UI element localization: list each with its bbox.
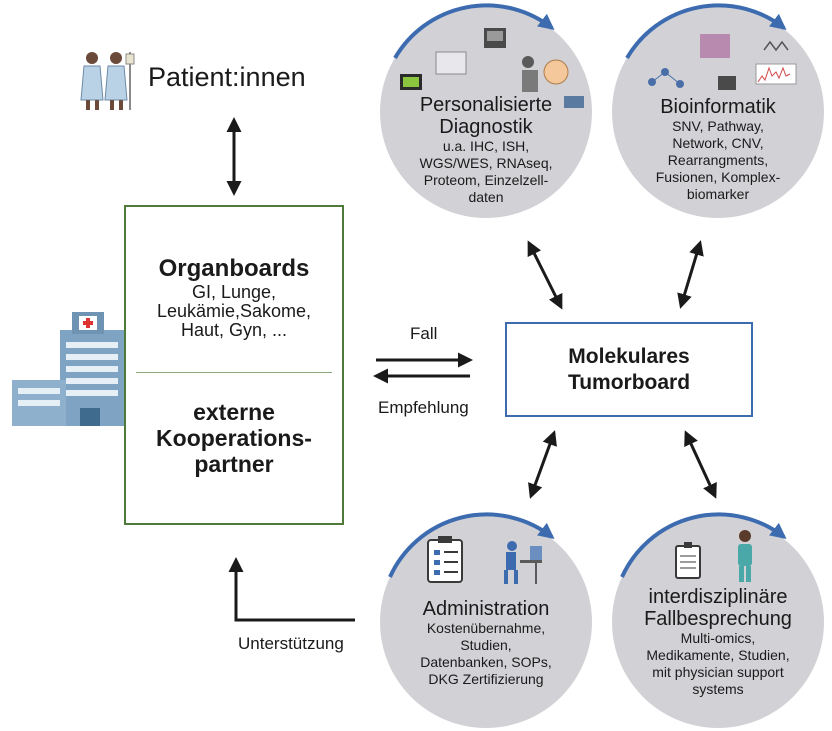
- diagnostics-circle: [380, 3, 592, 218]
- administration-text: Administration Kostenübernahme, Studien,…: [396, 598, 576, 688]
- clinical-report-icon: [675, 542, 701, 579]
- lab-equipment-icon: [400, 28, 584, 108]
- bioinformatics-line: biomarker: [686, 186, 750, 202]
- case-label: Fall: [410, 324, 438, 343]
- organboards-line: Leukämie,Sakome,: [156, 301, 312, 321]
- hospital-icon: [12, 312, 124, 426]
- diagnostics-text: Personalisierte Diagnostik u.a. IHC, ISH…: [396, 94, 576, 206]
- case-discussion-line: mit physician support: [652, 664, 784, 680]
- case-discussion-circle: [612, 512, 824, 728]
- patients-icon: [80, 52, 135, 110]
- bioinformatics-title: Bioinformatik: [660, 96, 776, 118]
- bioinformatics-line: SNV, Pathway,: [672, 118, 764, 134]
- organboards-box: Organboards GI, Lunge, Leukämie,Sakome, …: [124, 205, 344, 525]
- support-arrow: [228, 557, 355, 622]
- diagnostics-line: u.a. IHC, ISH,: [442, 138, 530, 154]
- box-divider: [136, 372, 332, 373]
- bioinformatics-circle: [612, 3, 824, 218]
- bioinformatics-line: Fusionen, Komplex-: [655, 169, 781, 185]
- external-partners-line: partner: [194, 451, 274, 477]
- case-discussion-title: interdisziplinäre: [648, 586, 788, 608]
- physician-icon: [738, 530, 752, 582]
- administration-arrow: [528, 430, 557, 499]
- organboards-title: Organboards: [158, 255, 310, 282]
- office-worker-icon: [504, 541, 542, 584]
- patients-label: Patient:innen: [148, 62, 306, 92]
- diagnostics-title: Diagnostik: [439, 116, 533, 138]
- diagnostics-arrow: [527, 240, 563, 310]
- bioinformatics-line: Rearrangments,: [667, 152, 769, 168]
- case-discussion-arrow: [684, 430, 717, 499]
- case-discussion-line: Multi-omics,: [680, 630, 756, 646]
- data-analysis-icon: [648, 34, 797, 90]
- bioinformatics-text: Bioinformatik SNV, Pathway, Network, CNV…: [628, 96, 808, 203]
- case-discussion-line: Medikamente, Studien,: [646, 647, 790, 663]
- external-partners-title: externe Kooperations- partner: [126, 399, 342, 477]
- administration-line: Kostenübernahme,: [426, 620, 546, 636]
- diagnostics-line: daten: [468, 189, 504, 205]
- administration-line: Datenbanken, SOPs,: [420, 654, 552, 670]
- case-discussion-text: interdisziplinäre Fallbesprechung Multi-…: [628, 586, 808, 698]
- administration-line: DKG Zertifizierung: [428, 671, 544, 687]
- administration-line: Studien,: [460, 637, 512, 653]
- tumorboard-box: Molekulares Tumorboard: [505, 322, 753, 417]
- bioinformatics-arrow: [677, 240, 704, 309]
- diagnostics-line: Proteom, Einzelzell-: [423, 172, 549, 188]
- administration-title: Administration: [422, 598, 550, 620]
- case-discussion-title: Fallbesprechung: [644, 608, 792, 630]
- tumorboard-title: Molekulares Tumorboard: [507, 344, 751, 396]
- recommendation-label: Empfehlung: [378, 398, 469, 417]
- organboards-line: Haut, Gyn, ...: [180, 320, 288, 340]
- case-discussion-line: systems: [692, 681, 744, 697]
- external-partners-line: externe: [193, 399, 275, 425]
- tumorboard-line: Molekulares: [568, 345, 690, 368]
- diagnostics-line: WGS/WES, RNAseq,: [419, 155, 553, 171]
- tumorboard-line: Tumorboard: [567, 371, 691, 394]
- organboards-list: GI, Lunge, Leukämie,Sakome, Haut, Gyn, .…: [126, 283, 342, 340]
- diagnostics-title: Personalisierte: [419, 94, 553, 116]
- external-partners-line: Kooperations-: [156, 425, 312, 451]
- clipboard-icon: [427, 536, 463, 583]
- organboards-line: GI, Lunge,: [191, 282, 277, 302]
- support-label: Unterstützung: [238, 634, 344, 653]
- bioinformatics-line: Network, CNV,: [672, 135, 764, 151]
